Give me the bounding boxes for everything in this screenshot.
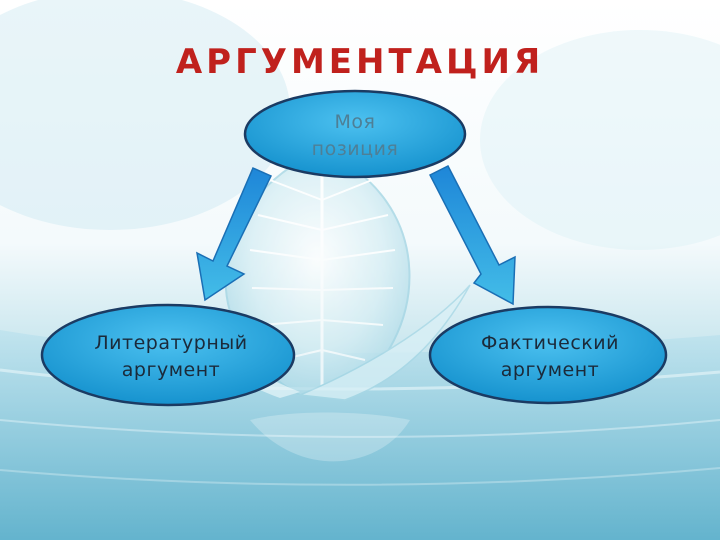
node-my-position-line-1: Моя: [334, 111, 376, 133]
node-literary-argument-label: Литературный аргумент: [46, 330, 296, 384]
node-factual-argument-line-1: Фактический: [481, 332, 619, 354]
slide-title: АРГУМЕНТАЦИЯ: [175, 42, 545, 82]
arrow-down-left-icon: [196, 167, 273, 302]
node-factual-argument: [428, 305, 668, 405]
node-my-position: [243, 89, 467, 179]
node-factual-argument-line-2: аргумент: [500, 359, 600, 381]
node-literary-argument-line-1: Литературный: [94, 332, 248, 354]
node-literary-argument: [40, 303, 296, 407]
arrow-down-right-icon: [428, 164, 516, 306]
node-factual-argument-label: Фактический аргумент: [430, 330, 670, 384]
node-literary-argument-line-2: аргумент: [121, 359, 221, 381]
node-my-position-label: Моя позиция: [250, 109, 460, 163]
node-my-position-line-2: позиция: [311, 138, 399, 160]
